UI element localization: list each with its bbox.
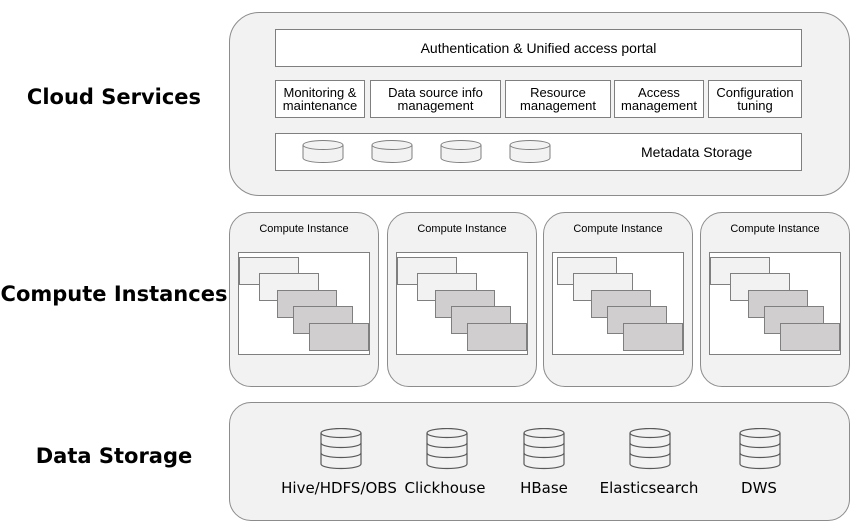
module-label-line2: maintenance xyxy=(282,98,358,113)
metadata-storage-box xyxy=(275,133,802,171)
task-card xyxy=(780,323,840,351)
compute-instance-panel: Compute Instance xyxy=(229,212,379,387)
disk-icon xyxy=(302,140,344,163)
metadata-storage-label: Metadata Storage xyxy=(641,144,753,160)
instance-frame xyxy=(552,252,684,355)
database-icon xyxy=(320,428,362,470)
module-monitoring: Monitoring &maintenance xyxy=(275,80,365,118)
module-label-line1: Monitoring & xyxy=(283,85,357,100)
compute-instance-panel: Compute Instance xyxy=(387,212,537,387)
module-label-line2: tuning xyxy=(737,98,773,113)
database-icon xyxy=(523,428,565,470)
database-icon xyxy=(426,428,468,470)
disk-icon xyxy=(509,140,551,163)
module-label-line2: management xyxy=(621,98,697,113)
instance-frame xyxy=(709,252,841,355)
auth-portal-label: Authentication & Unified access portal xyxy=(420,39,657,56)
compute-instance-label: Compute Instance xyxy=(417,223,507,235)
compute-instance-label: Compute Instance xyxy=(730,223,820,235)
storage-label-hive: Hive/HDFS/OBS xyxy=(281,479,397,497)
task-card xyxy=(623,323,683,351)
instance-frame xyxy=(238,252,370,355)
storage-label-dws: DWS xyxy=(741,479,777,497)
module-label-line2: management xyxy=(397,98,474,113)
compute-instance-label: Compute Instance xyxy=(573,223,663,235)
module-label-line1: Configuration xyxy=(716,85,794,100)
module-label-line1: Access xyxy=(638,85,680,100)
compute-instance-panel: Compute Instance xyxy=(700,212,850,387)
layer-title-compute-instances: Compute Instances xyxy=(0,282,228,306)
module-label-line1: Data source info xyxy=(388,85,483,100)
layer-title-data-storage: Data Storage xyxy=(35,444,193,468)
database-icon xyxy=(629,428,671,470)
compute-instance-panel: Compute Instance xyxy=(543,212,693,387)
database-icon xyxy=(739,428,781,470)
disk-icon xyxy=(440,140,482,163)
storage-label-elasticsearch: Elasticsearch xyxy=(599,479,699,497)
storage-label-hbase: HBase xyxy=(520,479,568,497)
storage-label-clickhouse: Clickhouse xyxy=(404,479,486,497)
compute-instance-label: Compute Instance xyxy=(259,223,349,235)
instance-frame xyxy=(396,252,528,355)
layer-title-cloud-services: Cloud Services xyxy=(26,85,202,109)
module-label-line1: Resource xyxy=(530,85,586,100)
task-card xyxy=(467,323,527,351)
auth-portal-box: Authentication & Unified access portal xyxy=(275,29,802,67)
disk-icon xyxy=(371,140,413,163)
module-label-line2: management xyxy=(520,98,596,113)
task-card xyxy=(309,323,369,351)
